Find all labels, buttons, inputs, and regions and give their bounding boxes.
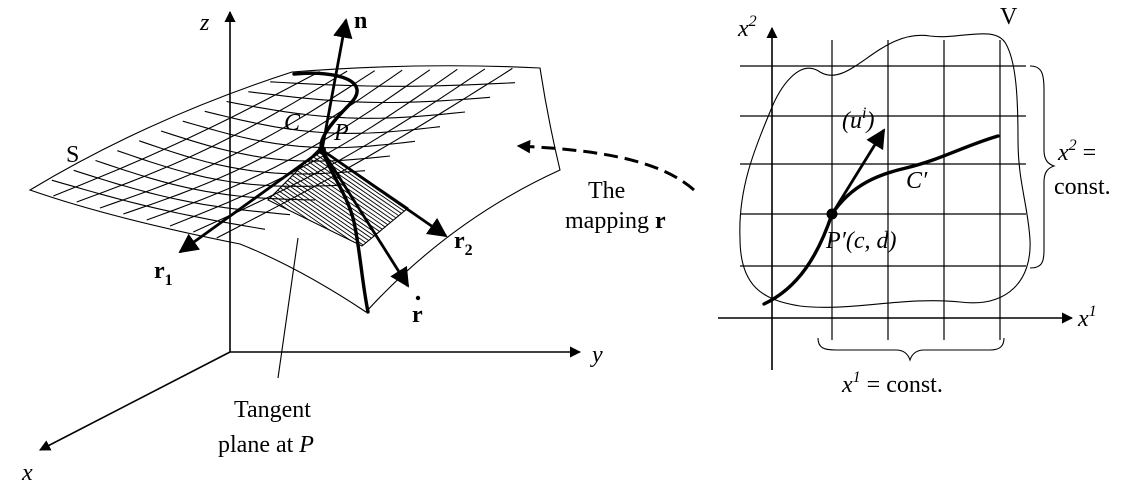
- x-axis-label: x: [21, 460, 33, 486]
- x2-const-label-bottom: const.: [1054, 174, 1111, 200]
- tangent-plane-hatch: [367, 148, 408, 246]
- surface-grid-line: [139, 140, 366, 175]
- tangent-plane-hatch: [268, 148, 347, 246]
- tangent-plane-hatch: [271, 148, 408, 246]
- mapping-text-line1: The: [588, 178, 625, 204]
- tangent-caption-line2: plane at P: [218, 432, 314, 458]
- mapping-dashed-arrow: [516, 139, 695, 192]
- x2-const-label-top: x2 =: [1057, 137, 1096, 166]
- point-p-label: P: [333, 120, 349, 146]
- x1-const-brace: [817, 337, 1005, 362]
- tangent-vector-r1: [178, 148, 323, 254]
- surface-grid-line: [73, 169, 291, 216]
- x1-axis-label: x1: [1077, 303, 1097, 332]
- tangent-plane-hatch: [268, 148, 389, 246]
- x2-const-brace: [1029, 65, 1056, 269]
- velocity-vector-rdot: [320, 149, 410, 288]
- x-axis: [39, 351, 231, 451]
- region-v-boundary: [739, 33, 1031, 308]
- point-p-prime-label: P′(c, d): [825, 228, 897, 254]
- surface-grid-line: [270, 81, 516, 87]
- coordinate-grid: [740, 40, 1026, 340]
- tangent-plane-hatch: [268, 148, 383, 246]
- rdot-dot: [415, 295, 421, 301]
- surface-grid-line: [123, 69, 403, 215]
- rdot-label: r: [412, 302, 423, 328]
- tangent-plane-hatch: [268, 148, 407, 246]
- y-axis-label: y: [590, 342, 603, 368]
- surface-label: S: [66, 142, 79, 168]
- curve-c-prime-label: C′: [906, 168, 928, 194]
- tangent-plane-hatch: [373, 148, 408, 246]
- r2-label: r2: [454, 228, 473, 259]
- mapping-arrow-group: The mapping r: [516, 139, 695, 234]
- surface-outline: [28, 65, 561, 313]
- x1-const-label: x1 = const.: [841, 369, 943, 398]
- left-surface-figure: z y x S C P n r1 r2 r Tangent plane at P: [21, 8, 603, 486]
- tangent-plane-hatch: [268, 148, 408, 246]
- right-parameter-figure: x2 x1 V (ui) C′ P′(c, d) x2 = const.: [718, 4, 1111, 398]
- normal-label: n: [354, 8, 367, 34]
- surface-grid-line: [99, 70, 375, 209]
- surface-grid-line: [146, 69, 431, 221]
- tangent-caption-line1: Tangent: [234, 397, 311, 423]
- tangent-plane-hatch: [268, 148, 395, 246]
- surface-grid-line: [51, 179, 266, 230]
- tangent-vector-r2: [321, 148, 448, 238]
- tangent-plane-hatch: [268, 148, 287, 246]
- tangent-plane-hatch: [379, 148, 408, 246]
- tangent-plane-hatch: [331, 148, 408, 246]
- surface-grid: [51, 67, 516, 239]
- tangent-plane-hatch: [268, 148, 408, 246]
- x2-axis-label: x2: [737, 13, 757, 42]
- surface-grid-line: [248, 91, 491, 104]
- surface-grid-line: [117, 150, 341, 187]
- direction-vector-ui: [830, 128, 886, 215]
- mapping-text-line2: mapping r: [565, 208, 666, 234]
- tangent-plane-hatch: [268, 148, 335, 246]
- tangent-plane-hatch: [337, 148, 408, 246]
- surface-grid-line: [53, 71, 320, 197]
- tangent-plane-hatch: [268, 148, 281, 246]
- surface-grid-line: [204, 110, 441, 134]
- surface-grid-line: [182, 120, 416, 149]
- surface-grid-line: [160, 130, 391, 162]
- tangent-plane-hatch: [268, 148, 401, 246]
- point-p-prime-dot: [826, 208, 838, 220]
- curve-c-prime: [762, 134, 1000, 306]
- surface-grid-line: [216, 67, 513, 239]
- region-v-label: V: [1000, 4, 1018, 30]
- tangent-plane-hatch: [268, 148, 408, 246]
- tangent-plane-hatch: [385, 148, 408, 246]
- normal-vector-n: [320, 18, 353, 151]
- curve-c-label: C: [284, 110, 301, 136]
- tangent-plane-hatch: [268, 148, 408, 246]
- direction-label: (ui): [842, 105, 874, 134]
- tangent-plane-hatch: [397, 148, 408, 246]
- tangent-plane-hatch: [268, 148, 408, 246]
- tangent-plane-leader: [277, 237, 299, 379]
- surface-grid-line: [226, 100, 466, 119]
- tangent-plane-hatch: [391, 148, 408, 246]
- point-p-dot: [318, 146, 326, 154]
- z-axis-label: z: [199, 10, 210, 36]
- r1-label: r1: [154, 258, 173, 289]
- tangent-plane-hatch: [301, 148, 408, 246]
- surface-grid-line: [76, 70, 348, 203]
